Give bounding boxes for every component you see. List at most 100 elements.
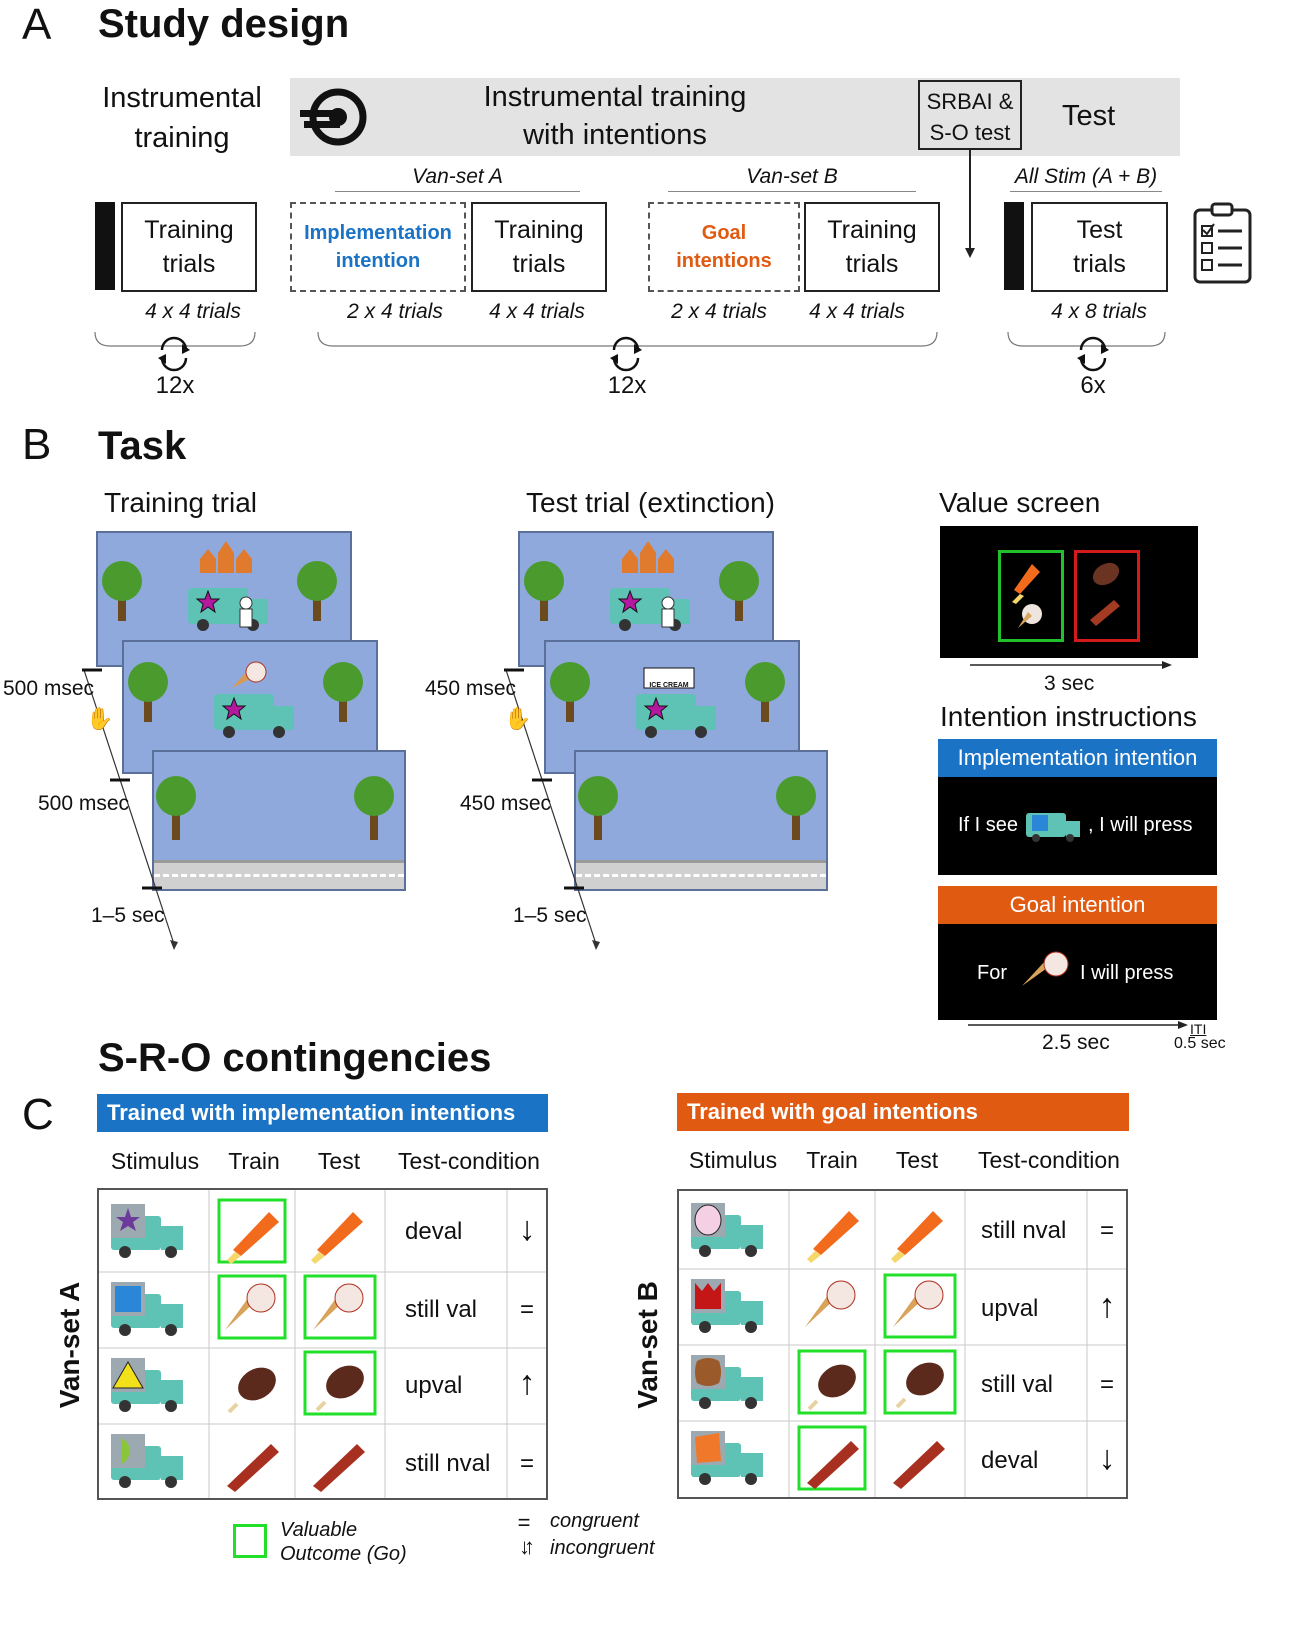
phase-test-label: Test (1062, 100, 1116, 132)
training-500ms-1: 500 msec (3, 677, 95, 700)
legend-valuable-l2: Outcome (Go) (280, 1543, 407, 1565)
row-a1-sym: ↓ (518, 1210, 536, 1248)
row-a3-cond: upval (405, 1372, 463, 1399)
count-1: 4 x 4 trials (145, 300, 241, 323)
col-test-b: Test (895, 1147, 939, 1173)
training-1-5sec: 1–5 sec (91, 904, 165, 927)
row-b1-sym: = (1099, 1217, 1114, 1244)
test-450ms-1: 450 msec (425, 677, 517, 700)
goal-card-icecream-icon (1022, 951, 1069, 986)
row-a2-cond: still val (405, 1296, 478, 1323)
row-b4-sym: ↓ (1098, 1439, 1116, 1477)
legend-congruent: congruent (550, 1510, 639, 1532)
phase-instrumental-training: Instrumental training (92, 78, 272, 158)
legend-eq-sym: = (517, 1510, 531, 1535)
training-scene-1-art (102, 541, 337, 631)
impl-card-text-a: If I see (958, 814, 1019, 836)
tt1-l1: Training (144, 216, 234, 244)
srbai-box: SRBAI & S-O test (918, 80, 1022, 150)
devalued-outcomes-box (1074, 550, 1140, 642)
panel-b-letter: B (22, 420, 52, 469)
row-b1-cond: still nval (981, 1217, 1067, 1244)
clipboard-icon (1193, 202, 1252, 284)
intention-instructions-title: Intention instructions (940, 701, 1197, 732)
intention-arrow (968, 1021, 1188, 1029)
goal-card-text-b: I will press (1080, 962, 1174, 984)
count-6: 4 x 8 trials (1051, 300, 1147, 323)
rep-1: 12x (155, 372, 195, 399)
value-screen (940, 526, 1198, 658)
training-trial-title: Training trial (104, 487, 258, 518)
block-bar-2 (1004, 202, 1024, 290)
van-set-b-label: Van-set B (668, 165, 916, 192)
impl-card-header: Implementation intention (938, 739, 1217, 777)
phase1-line2: training (134, 122, 230, 154)
goal-card-header: Goal intention (938, 886, 1217, 924)
implementation-intention-card: Implementation intention If I see , I wi… (938, 739, 1217, 875)
test-scene-1-art (524, 541, 759, 631)
srbai-arrow (965, 150, 975, 258)
goal-intention-card: Goal intention For I will press (938, 886, 1217, 1020)
intention-2-5-sec: 2.5 sec (1042, 1031, 1110, 1054)
sro-table-a-art (99, 1190, 546, 1498)
col-stimulus-a: Stimulus (110, 1148, 200, 1174)
tt2-l2: trials (512, 250, 566, 278)
phase2-line2: with intentions (523, 119, 707, 151)
impl-table-header: Trained with implementation intentions (97, 1094, 548, 1132)
panel-a-letter: A (22, 0, 52, 49)
svg-text:✋: ✋ (504, 706, 531, 732)
rep-2: 12x (607, 372, 647, 399)
test-scene-2-art (550, 662, 785, 738)
col-train-a: Train (228, 1148, 280, 1174)
row-a1-cond: deval (405, 1218, 463, 1245)
impl-l1: Implementation (304, 222, 452, 244)
row-a3-sym: ↑ (518, 1364, 536, 1402)
row-a4-sym: = (519, 1450, 534, 1477)
goal-l2: intentions (676, 250, 772, 272)
legend-valuable-text: Valuable Outcome (Go) (280, 1518, 407, 1566)
training-road (154, 860, 404, 889)
srbai-line2: S-O test (929, 120, 1011, 145)
count-4: 2 x 4 trials (671, 300, 767, 323)
test-l1: Test (1076, 216, 1123, 244)
tt3-l1: Training (827, 216, 917, 244)
value-screen-title: Value screen (939, 487, 1101, 518)
block-bar-1 (95, 202, 115, 290)
ice-cream-sign: ICE CREAM (649, 682, 689, 689)
valued-outcomes-box (998, 550, 1064, 642)
van-set-b-text: Van-set B (632, 1281, 663, 1409)
value-screen-outcomes (1012, 562, 1120, 628)
col-train-b: Train (806, 1147, 858, 1173)
test-scene-3 (574, 750, 828, 891)
row-a2-sym: = (519, 1296, 534, 1323)
count-2: 2 x 4 trials (347, 300, 443, 323)
legend-incongruent: incongruent (550, 1537, 655, 1559)
col-test-a: Test (317, 1148, 361, 1174)
training-scene-3 (152, 750, 406, 891)
legend-in-sym: ↓↑ (519, 1534, 535, 1559)
impl-card-van-icon (1026, 813, 1080, 842)
svg-text:✋: ✋ (86, 706, 113, 732)
phase1-line1: Instrumental (102, 82, 262, 114)
sro-table-b: still nval = upval ↑ still val = deval ↓ (677, 1189, 1128, 1499)
iti-value: 0.5 sec (1174, 1035, 1226, 1052)
training-500ms-2: 500 msec (38, 792, 130, 815)
training-timeline: ✋ (82, 668, 178, 950)
all-stim-label: All Stim (A + B) (1010, 165, 1162, 192)
van-set-a-text: Van-set A (54, 1281, 85, 1409)
test-road (576, 860, 826, 889)
phase-training-intentions: Instrumental training with intentions (460, 78, 770, 154)
row-b2-cond: upval (981, 1295, 1039, 1322)
training-scene-3-art (156, 776, 394, 840)
legend-valuable-l1: Valuable (280, 1519, 358, 1541)
sro-table-a: deval ↓ still val = upval ↑ still nval = (97, 1188, 548, 1500)
col-cond-a: Test-condition (398, 1148, 540, 1174)
training-scene-2-art (128, 661, 363, 738)
goal-table-header: Trained with goal intentions (677, 1093, 1129, 1131)
rep-3: 6x (1080, 372, 1106, 399)
count-5: 4 x 4 trials (809, 300, 905, 323)
srbai-line1: SRBAI & (926, 89, 1014, 114)
